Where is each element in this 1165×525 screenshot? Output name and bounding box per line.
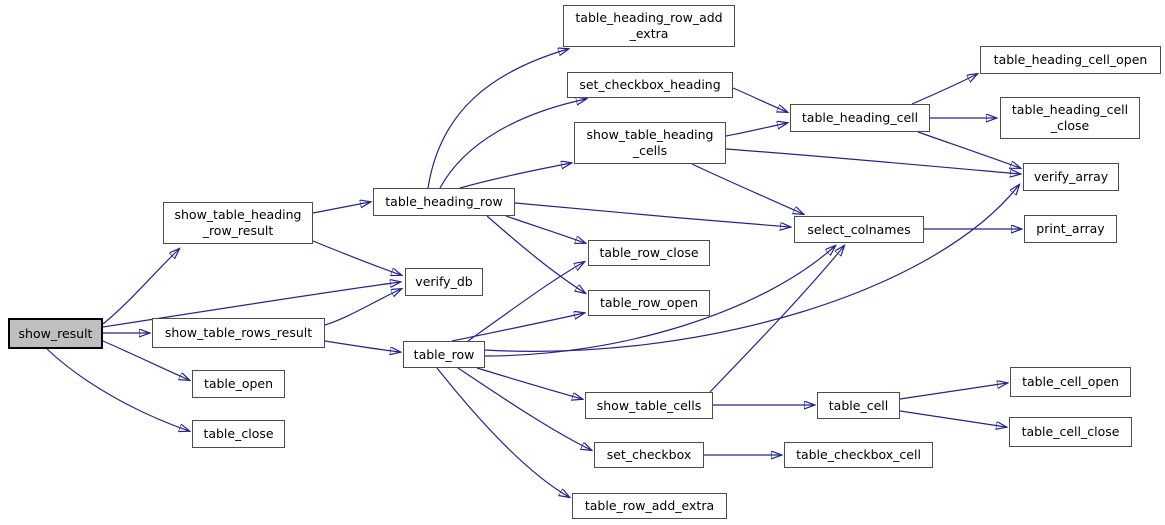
node-table-cell-close[interactable]: table_cell_close bbox=[1009, 417, 1132, 447]
edge-show_table_heading_cells-verify_array bbox=[725, 148, 1020, 174]
node-label: set_checkbox_heading bbox=[579, 77, 721, 92]
node-table-heading-row[interactable]: table_heading_row bbox=[373, 188, 515, 216]
node-table-open[interactable]: table_open bbox=[192, 370, 285, 398]
node-table-heading-row-add-extra[interactable]: table_heading_row_add _extra bbox=[563, 5, 735, 47]
edge-show_result-table_open bbox=[102, 340, 189, 380]
node-set-checkbox-heading[interactable]: set_checkbox_heading bbox=[567, 72, 733, 98]
node-table-row-add-extra[interactable]: table_row_add_extra bbox=[572, 493, 727, 519]
edge-show_table_heading_row_result-table_heading_row bbox=[312, 202, 370, 214]
node-label: table_heading_row_add bbox=[575, 10, 723, 25]
node-table-row-open[interactable]: table_row_open bbox=[588, 290, 710, 316]
node-verify-db[interactable]: verify_db bbox=[405, 268, 483, 296]
node-label: table_checkbox_cell bbox=[796, 447, 921, 462]
edge-table_heading_cell-table_heading_cell_open bbox=[911, 74, 977, 105]
node-table-heading-cell[interactable]: table_heading_cell bbox=[790, 104, 930, 132]
edge-table_row-show_table_cells bbox=[476, 367, 582, 399]
edge-table_heading_row-select_colnames bbox=[514, 202, 790, 227]
edge-table_heading_row-table_heading_row_add_extra bbox=[427, 49, 568, 189]
edge-show_result-show_table_heading_row_result bbox=[102, 249, 179, 325]
edge-table_cell-table_cell_open bbox=[899, 383, 1007, 400]
node-table-close[interactable]: table_close bbox=[192, 420, 285, 448]
node-show-table-cells[interactable]: show_table_cells bbox=[585, 392, 713, 419]
node-label: show_table_cells bbox=[596, 397, 702, 413]
edge-table_row-select_colnames bbox=[484, 246, 835, 357]
node-show-table-rows-result[interactable]: show_table_rows_result bbox=[152, 318, 325, 348]
edge-show_table_heading_cells-table_heading_cell bbox=[725, 123, 787, 137]
edge-table_row-table_row_open bbox=[451, 313, 584, 342]
node-label: table_close bbox=[203, 426, 274, 441]
node-label: table_heading_cell_open bbox=[993, 52, 1148, 67]
node-show-table-heading-cells[interactable]: show_table_heading _cells bbox=[574, 122, 726, 164]
node-label: _close bbox=[1050, 118, 1090, 133]
node-label: show_table_rows_result bbox=[164, 325, 313, 340]
node-label: _row_result bbox=[202, 223, 274, 238]
node-label: table_heading_cell bbox=[1011, 102, 1129, 117]
node-label: show_result bbox=[18, 325, 93, 341]
node-print-array[interactable]: print_array bbox=[1024, 215, 1117, 243]
node-show-result: show_result bbox=[8, 318, 103, 349]
node-label: verify_array bbox=[1033, 169, 1109, 184]
edge-show_table_rows_result-verify_db bbox=[324, 289, 401, 326]
node-label: table_cell bbox=[828, 397, 889, 413]
edge-table_row-verify_array bbox=[484, 185, 1019, 352]
edge-show_result-table_close bbox=[46, 348, 189, 431]
edge-table_heading_row-table_row_open bbox=[486, 215, 585, 293]
node-label: table_heading_cell bbox=[801, 110, 919, 125]
node-show-table-heading-row-result[interactable]: show_table_heading _row_result bbox=[163, 202, 313, 244]
node-label: table_row_open bbox=[599, 295, 699, 310]
edge-show_table_cells-select_colnames bbox=[709, 246, 844, 393]
node-table-row-close[interactable]: table_row_close bbox=[588, 240, 710, 266]
node-set-checkbox[interactable]: set_checkbox bbox=[594, 442, 704, 468]
node-label: table_row_close bbox=[599, 245, 699, 260]
edge-table_heading_cell-verify_array bbox=[917, 131, 1020, 168]
edge-table_heading_row-show_table_heading_cells bbox=[459, 163, 571, 189]
node-label: table_heading_row bbox=[385, 194, 503, 209]
edge-table_row-table_row_close bbox=[467, 262, 584, 342]
edge-table_row-table_row_add_extra bbox=[436, 367, 569, 497]
node-label: _cells bbox=[632, 143, 668, 158]
edge-table_heading_row-set_checkbox_heading bbox=[439, 99, 586, 189]
edge-table_cell-table_cell_close bbox=[899, 410, 1006, 427]
node-table-heading-cell-open[interactable]: table_heading_cell_open bbox=[980, 46, 1161, 74]
node-label: show_table_heading bbox=[174, 207, 302, 222]
node-table-cell[interactable]: table_cell bbox=[817, 392, 900, 419]
node-label: table_cell_close bbox=[1021, 424, 1120, 439]
node-label: table_cell_open bbox=[1022, 374, 1119, 389]
edge-set_checkbox_heading-table_heading_cell bbox=[732, 87, 787, 112]
edge-table_heading_row-table_row_close bbox=[505, 215, 585, 243]
edge-show_table_heading_cells-select_colnames bbox=[691, 163, 803, 214]
edge-show_table_rows_result-table_row bbox=[324, 340, 400, 352]
node-label: table_row_add_extra bbox=[584, 498, 715, 513]
node-label: table_open bbox=[203, 376, 274, 391]
node-verify-array[interactable]: verify_array bbox=[1023, 163, 1119, 191]
edge-table_row-set_checkbox bbox=[457, 367, 591, 450]
node-label: table_row bbox=[413, 346, 475, 362]
node-select-colnames[interactable]: select_colnames bbox=[794, 216, 924, 243]
node-label: select_colnames bbox=[807, 221, 911, 237]
node-label: set_checkbox bbox=[606, 447, 692, 462]
node-label: _extra bbox=[629, 26, 669, 41]
edge-show_table_heading_row_result-verify_db bbox=[312, 240, 401, 275]
node-label: print_array bbox=[1036, 221, 1105, 236]
node-table-row[interactable]: table_row bbox=[403, 341, 485, 368]
node-label: show_table_heading bbox=[586, 127, 714, 142]
node-table-cell-open[interactable]: table_cell_open bbox=[1010, 367, 1131, 397]
node-table-checkbox-cell[interactable]: table_checkbox_cell bbox=[784, 442, 933, 468]
node-table-heading-cell-close[interactable]: table_heading_cell _close bbox=[1000, 97, 1140, 139]
edge-show_result-verify_db bbox=[102, 282, 400, 328]
node-label: verify_db bbox=[415, 274, 473, 289]
